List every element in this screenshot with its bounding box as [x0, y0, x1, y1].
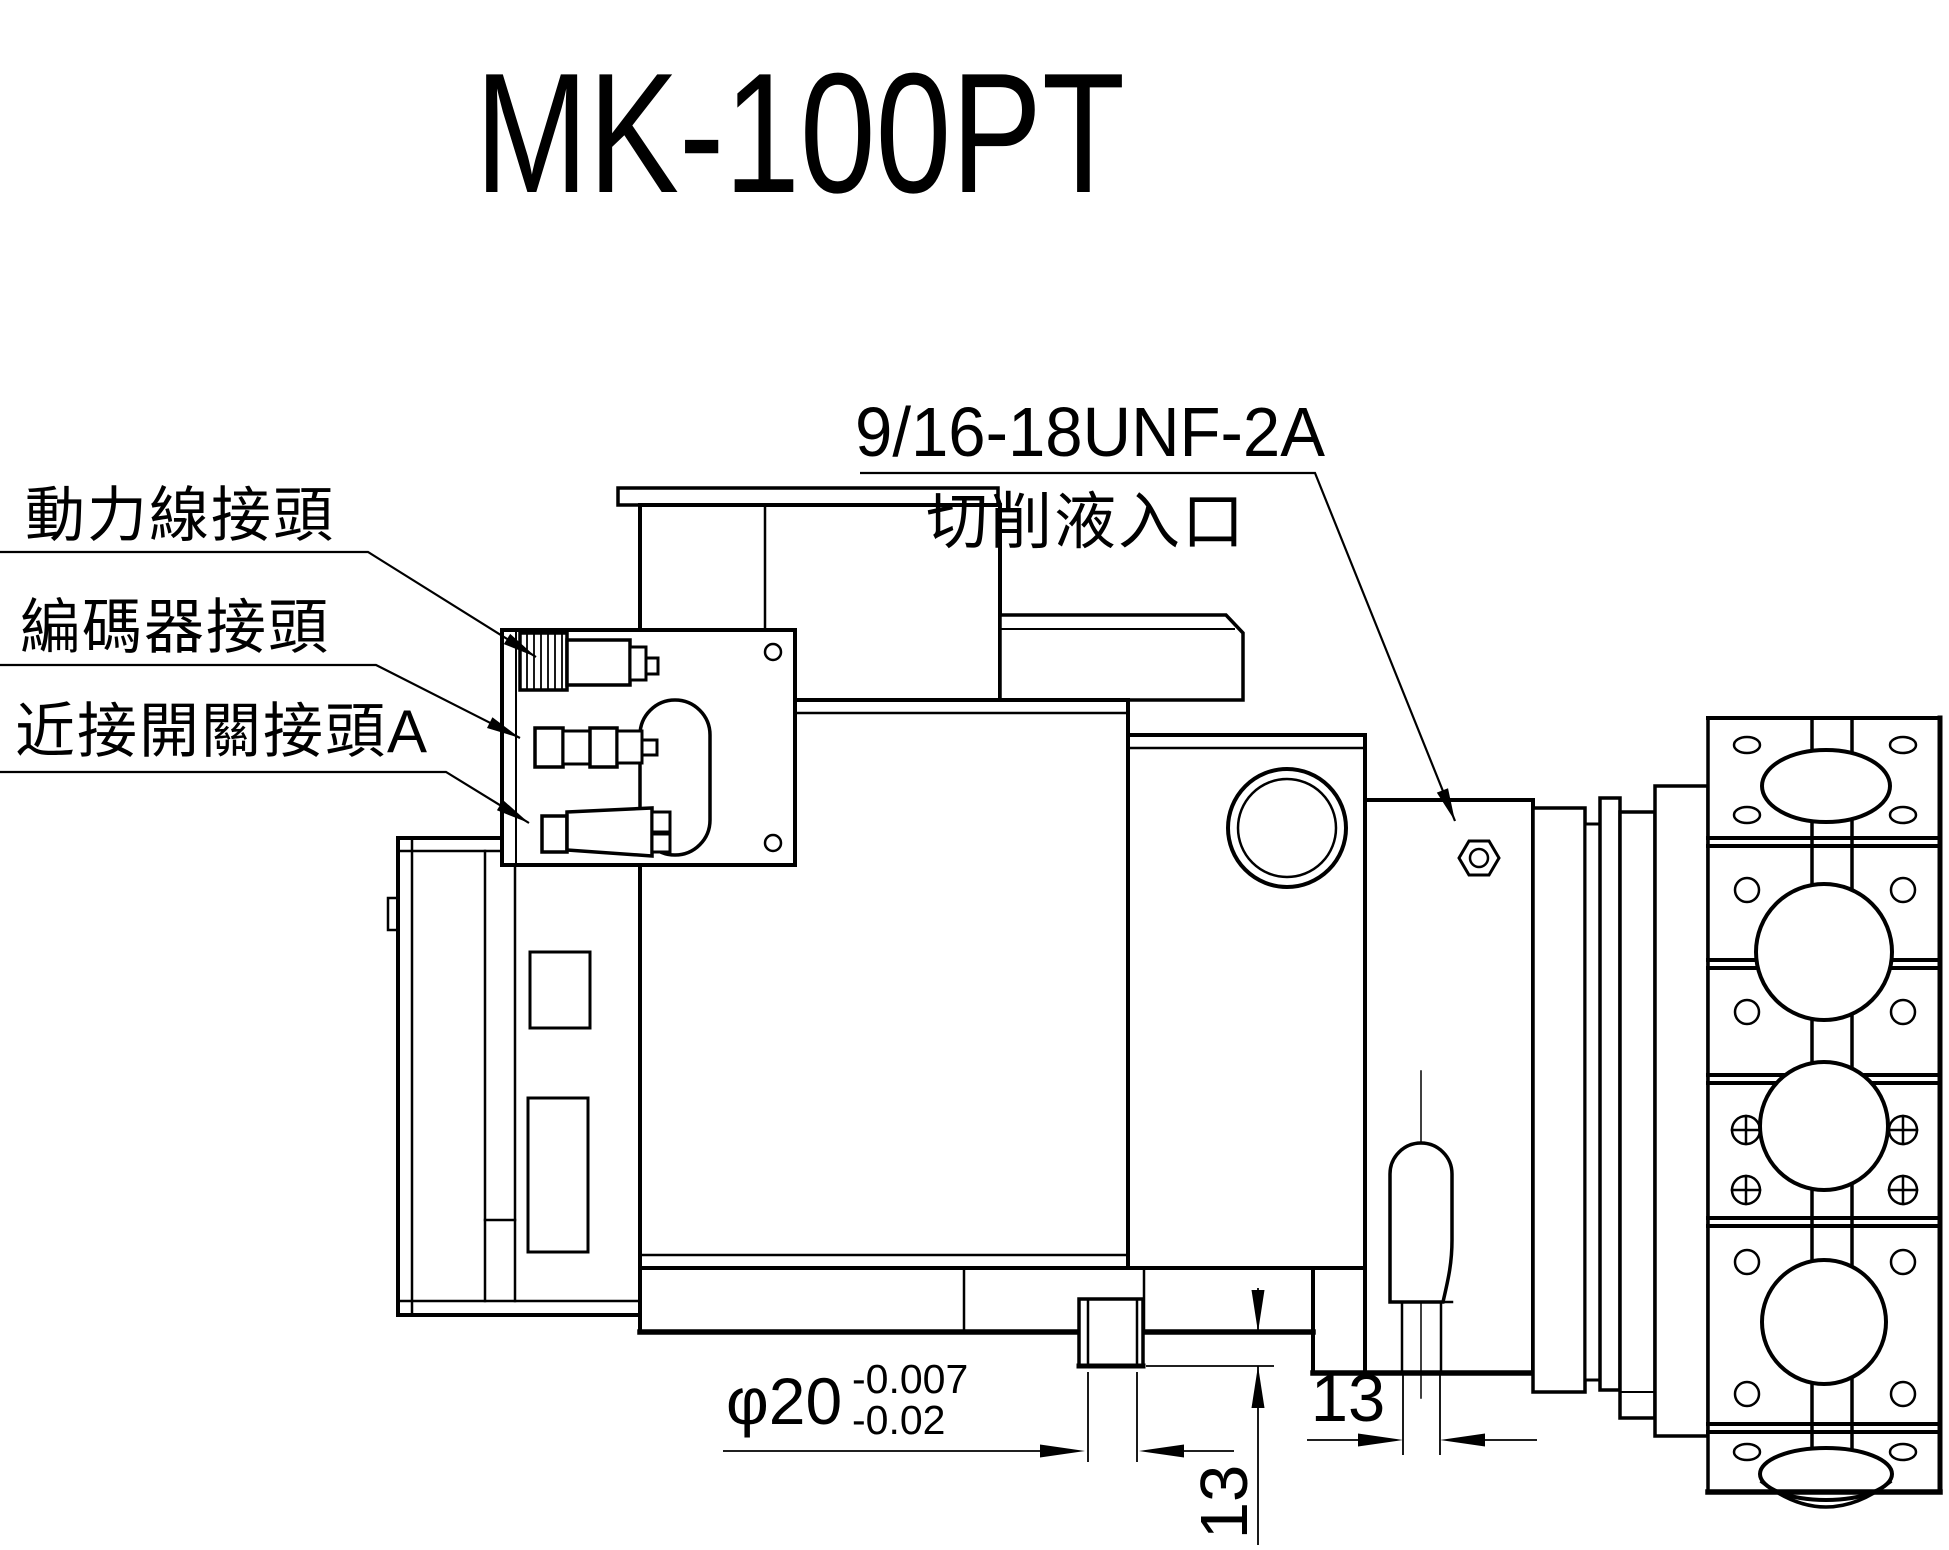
dimension-arrowheads — [1040, 1290, 1485, 1458]
turret-holes — [1730, 735, 1919, 1462]
label-encoder-connector: 編碼器接頭 — [20, 594, 330, 661]
label-power-connector: 動力線接頭 — [25, 482, 335, 549]
encoder-connector — [533, 726, 659, 769]
proximity-dog — [1388, 1070, 1454, 1399]
rear-housing — [386, 836, 642, 1317]
main-housing — [638, 698, 1367, 1270]
turret-disc — [1705, 715, 1943, 1509]
dim-tolerance-lower: -0.02 — [852, 1397, 945, 1443]
dim-spindle-diameter: φ20 — [726, 1364, 842, 1438]
machine-body — [386, 486, 1943, 1509]
power-connector — [518, 631, 660, 692]
leader-encoder — [0, 663, 521, 739]
label-coolant-thread: 9/16-18UNF-2A — [855, 393, 1325, 471]
round-boss — [1226, 767, 1348, 889]
screw-hole — [763, 833, 783, 853]
screw-hole — [763, 642, 783, 662]
dim-13-vertical: 13 — [1187, 1465, 1262, 1540]
bottom-plate — [637, 1266, 1536, 1376]
leader-coolant — [860, 471, 1457, 822]
spindle-shaft — [1076, 1297, 1146, 1369]
dim-13-horizontal: 13 — [1311, 1361, 1386, 1436]
leader-proximity — [0, 770, 530, 824]
leader-arrowheads — [487, 633, 1455, 823]
dim-tolerance-upper: -0.007 — [852, 1356, 968, 1402]
flange-discs — [1531, 784, 1710, 1438]
drawing-title: MK-100PT — [475, 38, 1125, 229]
proximity-connector — [540, 806, 672, 858]
label-coolant-inlet: 切削液入口 — [926, 488, 1246, 557]
tool-pockets — [1754, 748, 1894, 1509]
label-proximity-connector-a: 近接開關接頭A — [15, 698, 429, 765]
thread-lines — [526, 632, 563, 691]
leader-power — [0, 550, 537, 658]
obround-slot — [638, 698, 712, 857]
